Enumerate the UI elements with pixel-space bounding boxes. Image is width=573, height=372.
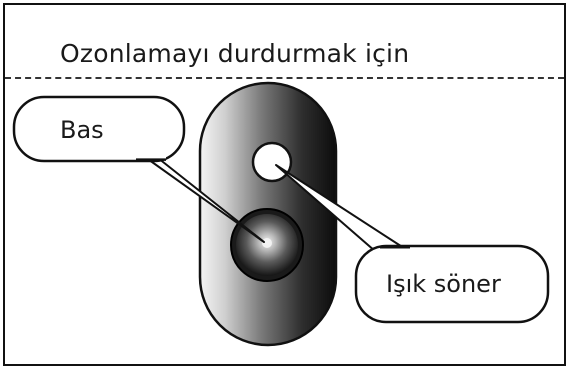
press-callout-label: Bas <box>60 116 104 144</box>
light-off-callout-label: Işık söner <box>386 270 501 298</box>
instruction-heading: Ozonlamayı durdurmak için <box>60 39 410 68</box>
dashed-divider <box>5 77 564 79</box>
indicator-light-icon <box>251 141 293 183</box>
light-off-callout: Işık söner <box>354 244 550 324</box>
push-button-icon <box>230 208 304 282</box>
